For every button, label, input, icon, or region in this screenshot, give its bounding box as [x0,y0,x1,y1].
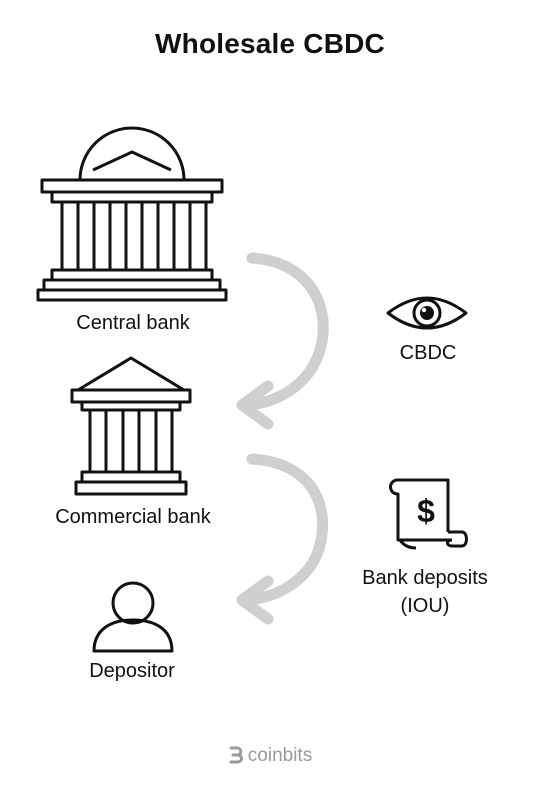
commercial-bank-icon [70,356,192,496]
depositor-label: Depositor [89,660,175,682]
eye-icon [386,296,468,330]
curved-arrow-icon [236,252,329,625]
depositor-icon [92,581,174,653]
coinbits-logo-icon [229,746,243,764]
central-bank-icon [36,126,228,302]
bank-deposits-label: Bank deposits (IOU) [330,564,520,620]
brand-logo: coinbits [0,745,540,767]
brand-name: coinbits [247,745,313,766]
cbdc-label: CBDC [399,342,457,364]
bank-deposits-line1: Bank deposits [362,567,488,589]
central-bank-label: Central bank [76,312,190,334]
diagram-title: Wholesale CBDC [155,28,385,59]
bank-deposits-line2: (IOU) [400,595,450,617]
receipt-dollar-icon: $ [389,478,468,550]
commercial-bank-label: Commercial bank [55,506,211,528]
svg-text:$: $ [417,493,435,529]
